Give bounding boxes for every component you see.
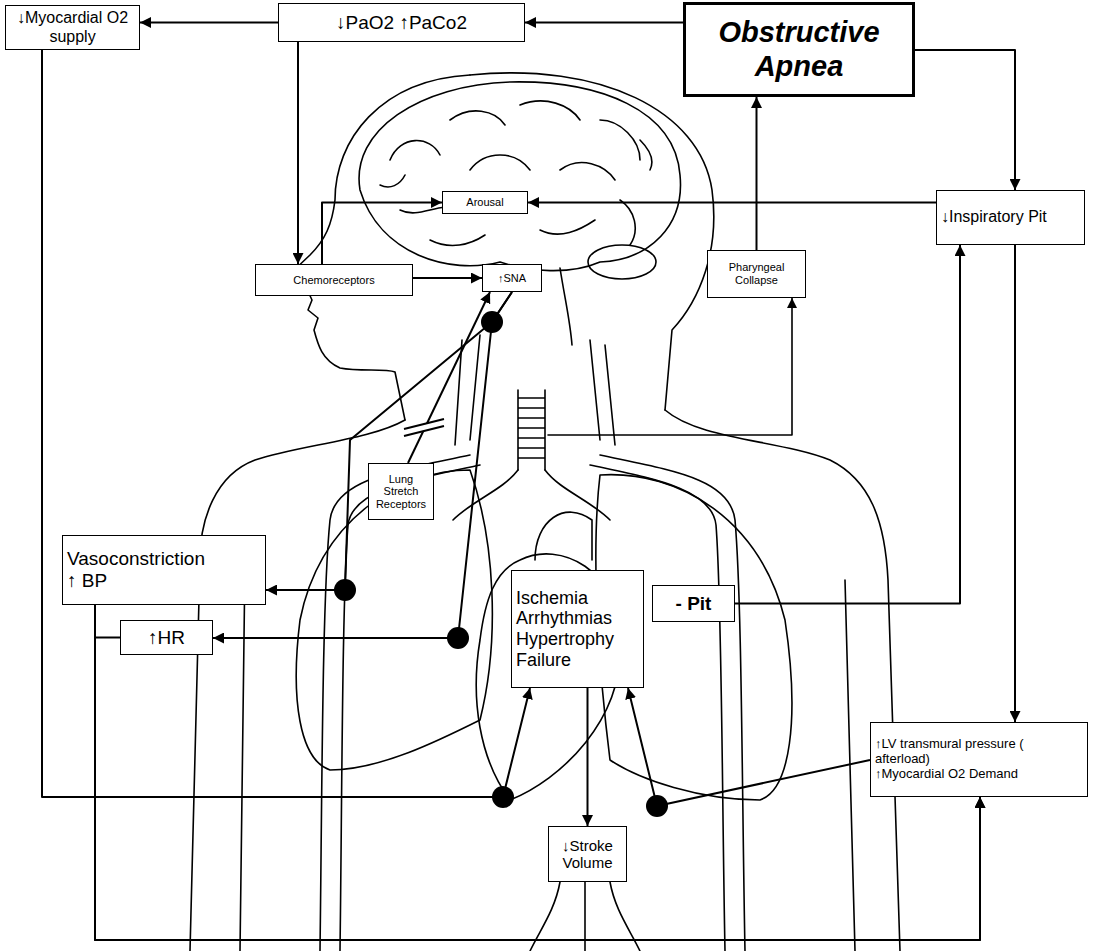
right-shoulder [665,410,900,951]
arm-vessels [320,455,745,951]
box-label: ↑Myocardial O2 Demand [875,767,1018,782]
arrow-connector [528,202,936,204]
box-label: ↑SNA [498,272,526,285]
cause-box: Pharyngeal Collapse [707,250,806,298]
arrow-connector [735,245,960,604]
box-label: ↓PaO2 ↑PaCo2 [336,12,467,34]
arm-lines [240,560,855,951]
outcome-box: Ischemia Arrhythmias Hypertrophy Failure [511,570,644,688]
box-label: Obstructive Apnea [697,16,902,83]
arrow-connector [1014,245,1016,722]
neck-vessels [455,335,615,445]
arrow-connector [413,277,482,279]
box-label: Arousal [466,196,503,209]
box-label: - Pit [676,593,712,615]
pressure-box: - Pit [652,585,735,622]
break-mark [404,419,444,436]
blood-gas-box: ↓PaO2 ↑PaCo2 [278,3,525,42]
arrow-connector [322,203,442,265]
box-label: Chemoreceptors [293,274,374,287]
arrow-connector [297,42,299,264]
effect-box: ↓Myocardial O2 supply [5,5,140,50]
brain-outline [359,82,680,271]
box-label: ↑HR [148,627,185,649]
cerebellum [588,245,656,279]
arrow-connector [140,22,278,24]
box-label: ↑LV transmural pressure ( afterload) [875,737,1027,767]
effect-box: ↓Inspiratory Pit [936,190,1085,245]
outcome-box: ↓Stroke Volume [548,826,627,882]
title-box: Obstructive Apnea [683,2,915,97]
receptor-box: Chemoreceptors [255,264,413,296]
trachea [518,390,545,470]
effect-box: ↑HR [120,620,213,655]
aorta [535,512,592,560]
arrow-connector [525,22,683,24]
box-label: ↓Myocardial O2 supply [14,9,132,46]
box-label: Lung Stretch Receptors [374,473,428,511]
break-stroke [404,419,444,436]
arrow-connector [587,688,589,826]
box-label: ↓Stroke Volume [556,837,620,872]
bronchi [453,470,610,520]
box-label: ↓Inspiratory Pit [941,208,1047,226]
brain-box: ↑SNA [482,264,542,292]
arrow-connector [915,50,1015,190]
box-label: Vasoconstriction ↑ BP [67,548,217,592]
receptor-box: Lung Stretch Receptors [368,463,434,520]
arrow-connector [628,688,870,806]
face-profile [292,75,470,420]
arrow-connector [42,50,530,797]
arrow-connector [266,292,512,590]
box-label: Pharyngeal Collapse [716,261,798,286]
brain-box: Arousal [442,191,528,214]
arrow-connector [756,97,758,250]
box-label: Ischemia Arrhythmias Hypertrophy Failure [516,588,634,671]
arrow-connector [408,292,490,463]
brain-gyri [380,101,652,245]
pharynx-leader [548,298,792,435]
effect-box: Vasoconstriction ↑ BP [62,535,266,605]
effect-box: ↑LV transmural pressure ( afterload)↑Myo… [870,722,1088,797]
brain-stem [560,268,572,345]
